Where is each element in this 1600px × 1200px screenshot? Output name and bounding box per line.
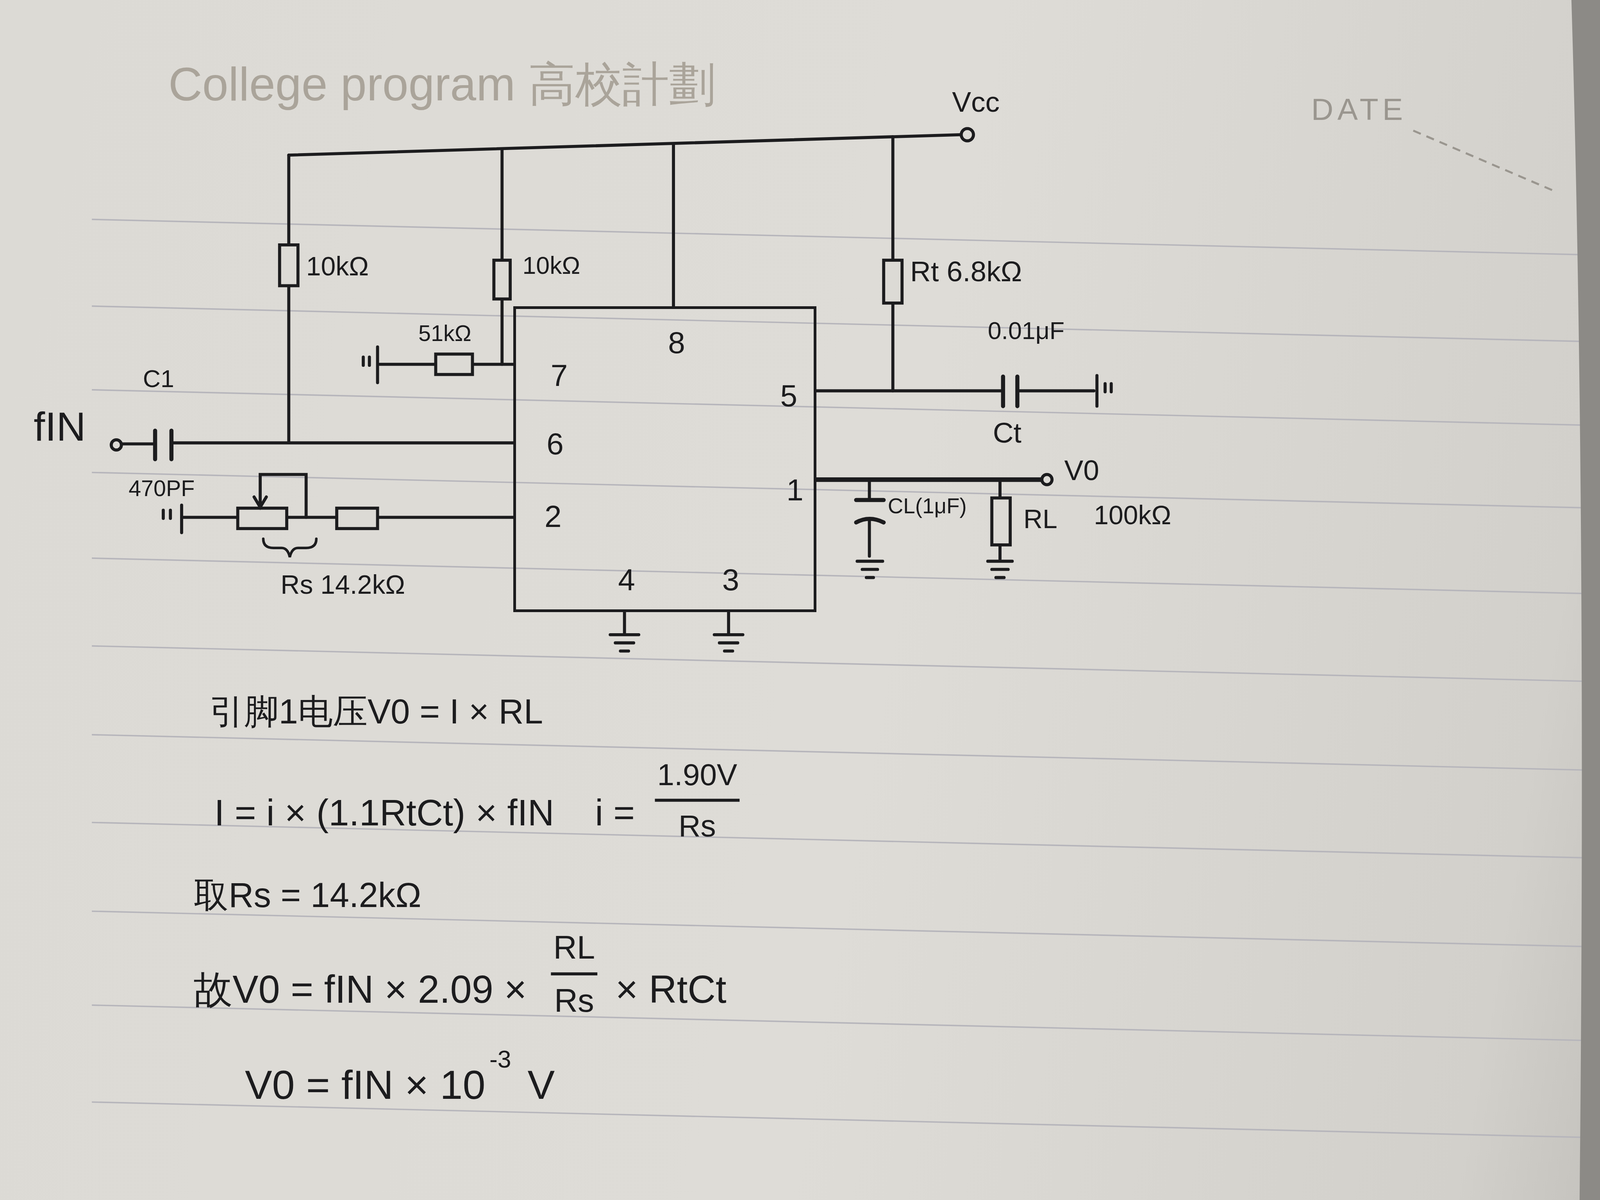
wires	[111, 128, 1112, 651]
pin-number: 6	[546, 426, 564, 462]
formula-numerator: RL	[553, 928, 595, 967]
formula-text: V0 = fIN × 10	[244, 1061, 486, 1109]
component-label: 10kΩ	[522, 251, 581, 280]
formula-text: V	[527, 1061, 556, 1109]
pin-number: 1	[786, 472, 804, 508]
header-text: DATE	[1311, 91, 1408, 127]
formula-text: 取Rs = 14.2kΩ	[193, 875, 422, 916]
ruled-line	[91, 219, 1600, 1138]
ground-symbol	[857, 561, 883, 578]
ground-symbol	[363, 346, 378, 383]
ground-symbol	[610, 612, 639, 651]
formula-text: × RtCt	[615, 967, 727, 1012]
component-label: Ct	[992, 416, 1022, 450]
wire	[816, 389, 1095, 393]
pin-number: 7	[550, 357, 568, 393]
resistor-symbol	[435, 353, 473, 375]
formula-exponent: -3	[489, 1044, 512, 1074]
ground-symbol	[1096, 375, 1112, 406]
formula-denominator: Rs	[678, 808, 717, 844]
component-label: 51kΩ	[418, 320, 472, 347]
capacitor-symbol	[1003, 376, 1018, 407]
component-label: 0.01μF	[987, 316, 1065, 345]
signal-label: V0	[1064, 453, 1100, 487]
component-label: RL	[1023, 503, 1058, 535]
resistor-symbol	[493, 260, 511, 299]
formula-numerator: 1.90V	[657, 757, 738, 793]
ground-symbol	[987, 561, 1013, 578]
watermark-text: College program 高校計劃	[168, 57, 717, 111]
capacitor-symbol	[155, 430, 172, 459]
formula-text: 引脚1电压V0 = I × RL	[209, 691, 544, 732]
formula-text: i =	[594, 791, 635, 834]
potentiometer-wiper	[253, 474, 306, 518]
vcc-terminal	[961, 128, 974, 141]
ground-symbol	[714, 612, 743, 651]
wire	[287, 155, 291, 441]
pin-number: 4	[617, 562, 636, 598]
capacitor-symbol	[856, 500, 884, 523]
ruled-lines	[91, 130, 1600, 1138]
wire	[122, 442, 513, 445]
resistor-symbol	[279, 244, 299, 286]
component-label: 10kΩ	[306, 251, 369, 282]
formula-text: 故V0 = fIN × 2.09 ×	[193, 967, 527, 1012]
component-label: C1	[142, 364, 175, 393]
fraction-bar	[550, 972, 598, 976]
date-dash-line	[1413, 130, 1557, 192]
page-edge	[1571, 0, 1600, 1200]
output-wire	[816, 477, 1042, 483]
ic-chip-box: 8 7 6 5 1 2 4 3	[513, 306, 817, 613]
input-terminal	[111, 439, 122, 450]
component-label: 470PF	[128, 475, 195, 502]
signal-label: fIN	[33, 403, 86, 450]
resistor-symbol	[883, 260, 902, 304]
pin-number: 8	[667, 325, 686, 361]
ground-symbol	[163, 505, 182, 533]
potentiometer-symbol	[237, 508, 287, 529]
resistor-symbol	[991, 498, 1011, 545]
pin-number: 3	[722, 562, 740, 598]
component-label: Rs 14.2kΩ	[280, 569, 406, 600]
component-label: CL(1μF)	[887, 493, 967, 519]
pin-number: 5	[780, 378, 798, 414]
wire	[500, 148, 504, 365]
wire	[671, 143, 675, 306]
fraction-bar	[655, 798, 740, 802]
component-label: Rt 6.8kΩ	[910, 255, 1022, 288]
formula-text: I = i × (1.1RtCt) × fIN	[214, 791, 555, 834]
output-terminal	[1041, 474, 1052, 485]
resistor-symbol	[336, 508, 378, 529]
supply-label: Vcc	[951, 85, 1000, 119]
component-label: 100kΩ	[1093, 500, 1172, 531]
bracket	[263, 538, 317, 558]
pin-number: 2	[544, 498, 562, 534]
formula-denominator: Rs	[554, 981, 595, 1020]
vcc-wire	[288, 134, 961, 156]
